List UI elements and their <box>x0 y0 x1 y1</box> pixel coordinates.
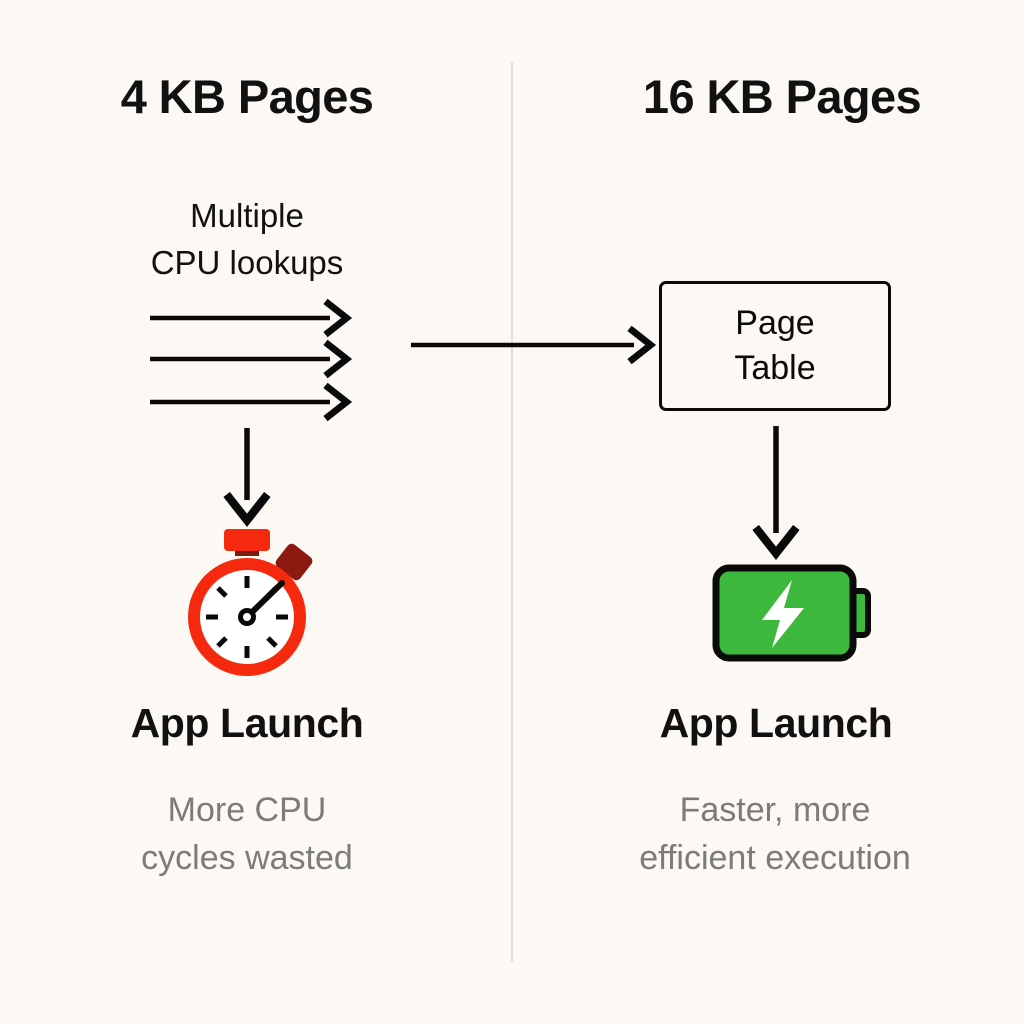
left-column-title: 4 KB Pages <box>120 70 374 123</box>
right-column-title: 16 KB Pages <box>642 70 922 123</box>
column-divider <box>511 62 513 962</box>
stopwatch-icon <box>188 529 313 676</box>
right-outcome-title: App Launch <box>659 700 893 746</box>
page-table-label: Page Table <box>734 304 816 387</box>
left-outcome-subtitle: More CPU cycles wasted <box>141 791 353 877</box>
battery-charging-icon <box>712 564 871 662</box>
left-outcome-title: App Launch <box>130 700 364 746</box>
right-outcome-subtitle: Faster, more efficient execution <box>639 791 911 877</box>
page-table-box: Page Table <box>659 281 891 411</box>
multiple-cpu-lookups-label: Multiple CPU lookups <box>150 197 344 281</box>
